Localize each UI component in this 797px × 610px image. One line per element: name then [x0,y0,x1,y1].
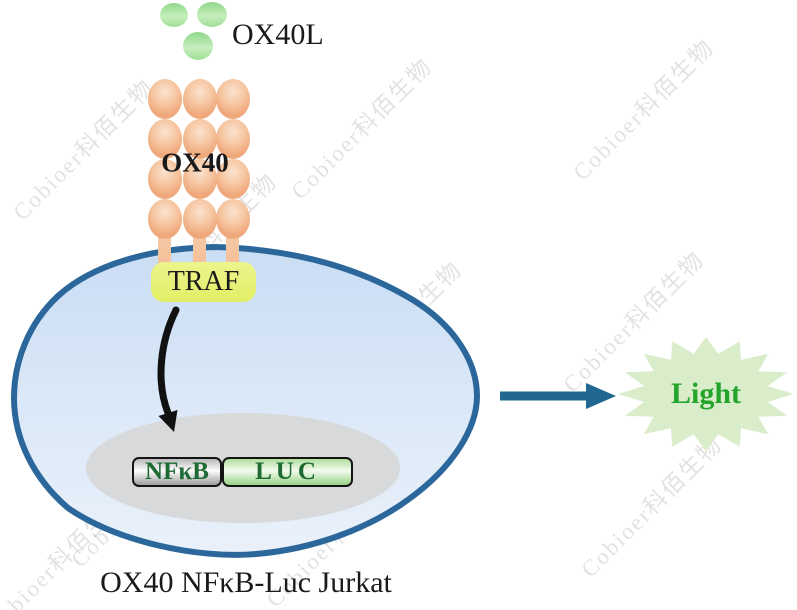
receptor-subunit [183,199,217,239]
receptor-stem [193,228,206,272]
reporter-label: LUC [255,458,320,485]
receptor-subunit [148,119,182,159]
signal-arrow [157,306,180,417]
receptor-subunit [183,119,217,159]
ligand-label: OX40L [232,18,324,51]
ligand-circle [197,2,227,27]
receptor-subunit [216,199,250,239]
signal-arrowhead-icon [158,410,178,432]
receptor-subunit [183,79,217,119]
output-arrowhead-icon [586,383,616,409]
ligand-circle [160,3,188,27]
receptor-subunit [148,159,182,199]
promoter-box: NFκB [132,457,222,487]
receptor-subunit [216,79,250,119]
adapter-label: TRAF [167,266,240,297]
light-burst-icon [618,337,794,451]
output-label: Light [670,377,742,410]
receptor-label: OX40 [161,147,229,178]
receptor-subunit [148,199,182,239]
receptor-stem [158,228,171,272]
receptor-stem [226,228,239,272]
receptor-subunit [216,159,250,199]
receptor-subunit [148,79,182,119]
reporter-box: LUC [222,457,353,487]
promoter-label: NFκB [145,458,209,485]
ligand-circle [183,32,213,60]
adapter-box: TRAF [151,262,256,302]
receptor-subunit [183,159,217,199]
receptor-subunit [216,119,250,159]
cell-line-caption: OX40 NFκB-Luc Jurkat [100,566,392,599]
